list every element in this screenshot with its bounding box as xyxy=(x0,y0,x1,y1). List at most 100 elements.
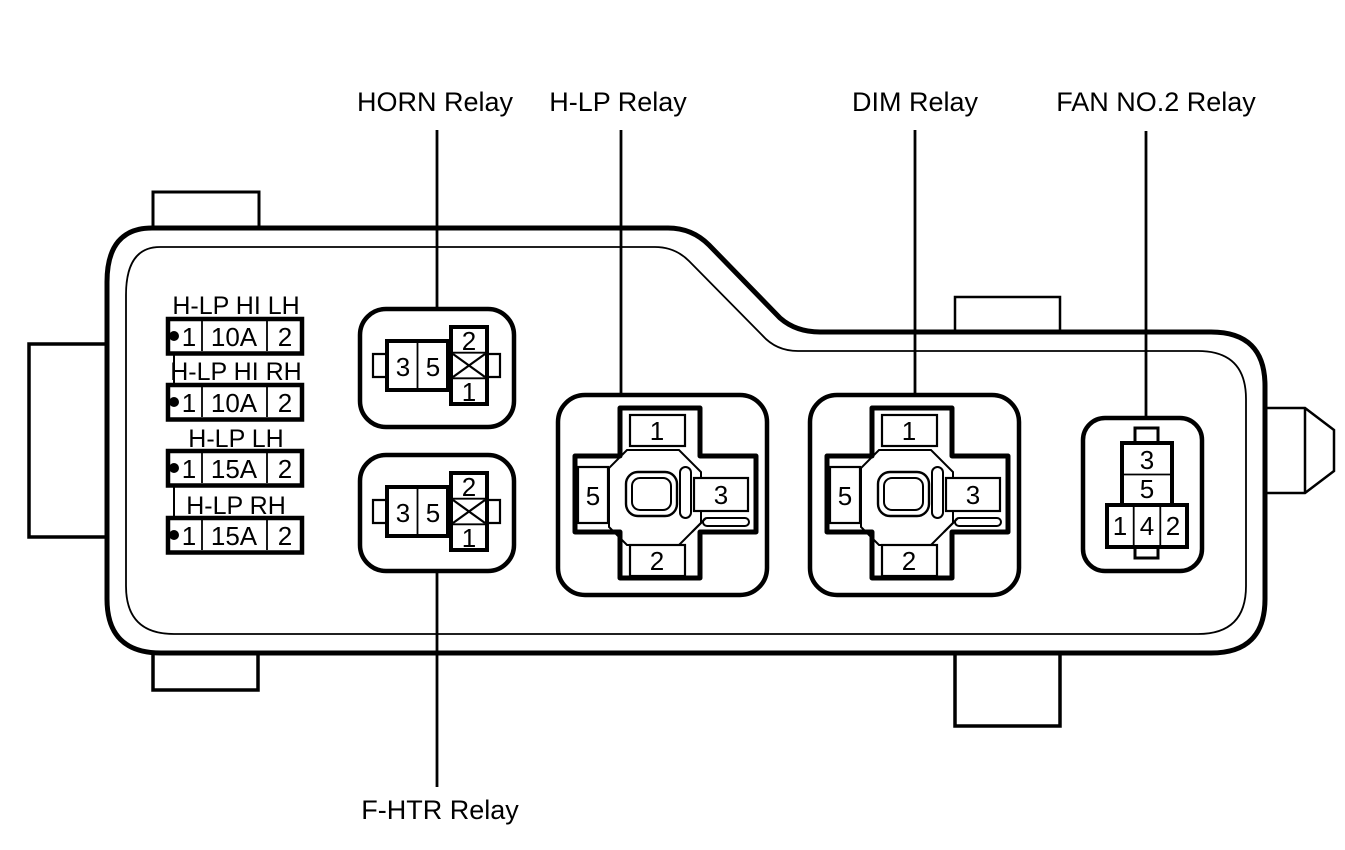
dim-cross-outline xyxy=(824,405,1011,581)
fuse-pin: 2 xyxy=(278,388,292,418)
pin: 1 xyxy=(462,523,476,553)
fusebox-outline xyxy=(27,190,1336,728)
pin: 5 xyxy=(426,498,440,528)
fhtr-relay-outline xyxy=(357,452,517,574)
dim-center-island xyxy=(860,449,954,546)
fan-relay-outline xyxy=(1080,415,1205,574)
pin: 2 xyxy=(462,326,476,356)
dim-center-square-outer xyxy=(876,470,931,518)
fuse-body xyxy=(165,382,305,422)
dim-pin5-box xyxy=(828,465,862,525)
tab-bottom-left xyxy=(151,653,260,692)
fuse-rating: 15A xyxy=(211,454,258,484)
fuse-pin: 1 xyxy=(182,454,196,484)
hlp-pin2-box xyxy=(628,543,687,578)
dim-chamfer-line xyxy=(943,517,959,533)
tab-left xyxy=(27,342,106,539)
label-fan-no2-relay: FAN NO.2 Relay xyxy=(1056,87,1256,117)
hlp-chamfer-line xyxy=(691,517,707,533)
label-dim-relay: DIM Relay xyxy=(852,87,979,117)
hlp-center-square-inner xyxy=(631,477,672,511)
fuse-rating: 10A xyxy=(211,388,258,418)
fuse-body xyxy=(165,316,305,356)
hlp-relay-socket: 1 5 3 2 xyxy=(555,392,770,598)
horn-relay-tab-right xyxy=(487,352,502,379)
fuse-terminal-dot xyxy=(169,331,179,341)
fuse-pin: 1 xyxy=(182,322,196,352)
hlp-pin3-box xyxy=(692,476,750,513)
fhtr-relay-socket: 3 5 2 1 xyxy=(357,452,517,574)
dim-pin2-box xyxy=(880,543,939,578)
fuse-body xyxy=(165,448,305,488)
hlp-pin1-box xyxy=(628,413,687,448)
fuse-pin: 1 xyxy=(182,388,196,418)
keyway-x xyxy=(452,353,486,378)
fuse-terminal-dot xyxy=(169,397,179,407)
pin: 2 xyxy=(462,472,476,502)
fan-relay-tab-top xyxy=(1133,426,1160,443)
fuse-rating: 15A xyxy=(211,521,258,551)
dim-pin1-box xyxy=(880,413,939,448)
fan-no2-relay-socket: 3 5 1 4 2 xyxy=(1080,415,1205,574)
fuse-group: H-LP HI LH 1 10A 2 H-LP HI RH 1 10A 2 H-… xyxy=(165,292,305,555)
hlp-slot-vertical xyxy=(679,466,692,519)
fan-relay-tab-bottom xyxy=(1133,547,1160,560)
fhtr-relay-tab-left xyxy=(371,498,387,525)
dim-center-square-inner xyxy=(883,477,924,511)
fuse-body xyxy=(165,515,305,555)
label-horn-relay: HORN Relay xyxy=(357,87,514,117)
fuse-name: H-LP HI RH xyxy=(170,358,302,386)
pin: 5 xyxy=(586,481,600,511)
pin: 3 xyxy=(396,498,410,528)
label-fhtr-relay: F-HTR Relay xyxy=(361,795,519,825)
hlp-center-island xyxy=(608,449,702,546)
dim-relay-socket: 1 5 3 2 xyxy=(807,392,1022,598)
hlp-slot-horizontal xyxy=(702,517,750,527)
fuse-pin: 2 xyxy=(278,521,292,551)
outline-inner xyxy=(125,246,1247,635)
pin: 5 xyxy=(426,352,440,382)
pin: 3 xyxy=(396,352,410,382)
horn-relay-outline xyxy=(357,306,517,430)
dim-slot-horizontal xyxy=(954,517,1002,527)
pin: 3 xyxy=(714,480,728,510)
fuse-terminal-dot xyxy=(169,463,179,473)
dim-pin3-box xyxy=(944,476,1002,513)
tab-right-nose xyxy=(1265,406,1336,495)
fuse-rating: 10A xyxy=(211,322,258,352)
horn-relay-tab-left xyxy=(371,352,387,379)
fuse-pin: 2 xyxy=(278,454,292,484)
pin: 1 xyxy=(1113,511,1127,541)
leader-lines xyxy=(435,130,1148,787)
tab-top-left xyxy=(151,190,261,228)
fuse-pin: 2 xyxy=(278,322,292,352)
keyway-x xyxy=(452,499,486,524)
pin: 5 xyxy=(1140,474,1154,504)
pin: 5 xyxy=(838,481,852,511)
pin: 2 xyxy=(1166,511,1180,541)
pin: 3 xyxy=(966,480,980,510)
outline-outer xyxy=(104,225,1268,656)
fuse-terminal-dot xyxy=(169,530,179,540)
pin: 1 xyxy=(650,416,664,446)
pin: 1 xyxy=(902,416,916,446)
pin: 2 xyxy=(902,546,916,576)
fuse-pin: 1 xyxy=(182,521,196,551)
hlp-center-square-outer xyxy=(624,470,679,518)
hlp-cross-outline xyxy=(572,405,759,581)
dim-slot-vertical xyxy=(931,466,944,519)
horn-relay-socket: 3 5 2 1 xyxy=(357,306,517,430)
fuse-name: H-LP LH xyxy=(188,425,283,453)
tab-top-right xyxy=(953,295,1062,332)
hlp-relay-outline xyxy=(555,392,770,598)
fan-relay-pins-142 xyxy=(1105,503,1189,549)
fhtr-relay-tab-right xyxy=(487,498,502,525)
pin: 1 xyxy=(462,377,476,407)
dim-relay-outline xyxy=(807,392,1022,598)
tab-bottom-middle xyxy=(953,653,1062,728)
pin: 3 xyxy=(1140,445,1154,475)
label-hlp-relay: H-LP Relay xyxy=(549,87,687,117)
fuse-name: H-LP RH xyxy=(186,492,286,520)
